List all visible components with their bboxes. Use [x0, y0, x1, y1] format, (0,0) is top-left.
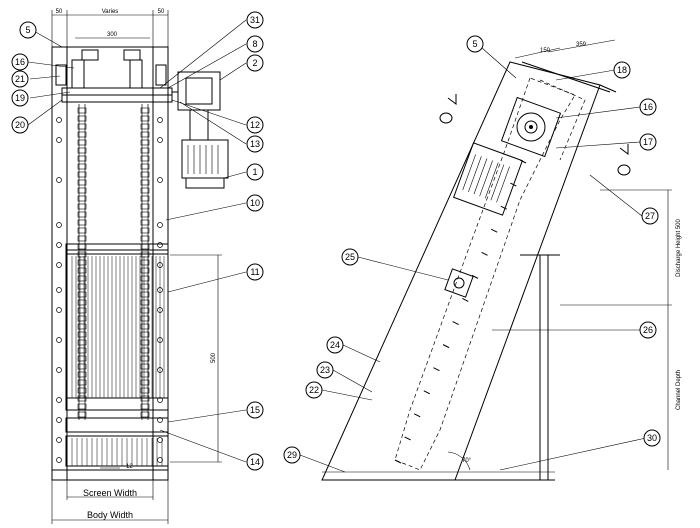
left-callout-label: 16: [15, 57, 25, 67]
left-callout-label: 31: [250, 15, 260, 25]
left-callout-label: 10: [250, 198, 260, 208]
left-callout-label: 13: [250, 139, 260, 149]
dim-150: 150: [540, 48, 551, 54]
right-callout-5: 5: [466, 35, 484, 53]
left-callout-label: 12: [250, 120, 260, 130]
left-callout-15: 15: [246, 401, 264, 419]
drive-sprocket-housing: [500, 96, 562, 158]
frame-bolts: [56, 117, 163, 463]
front-elevation-view: 50 Varies 50 300: [11, 9, 264, 524]
right-callout-label: 18: [617, 65, 627, 75]
left-callout-2: 2: [246, 54, 264, 72]
left-callout-label: 1: [252, 167, 257, 177]
chain-left: [77, 104, 87, 420]
dim-top-right: 50: [158, 9, 165, 15]
left-callout-label: 14: [250, 457, 260, 467]
dim-height: 500: [211, 352, 217, 363]
bottom-rake-bars: [71, 438, 163, 466]
right-callout-17: 17: [639, 133, 657, 151]
left-callout-16: 16: [11, 53, 29, 71]
right-callout-16: 16: [639, 98, 657, 116]
dim-screen-width: Screen Width: [83, 488, 137, 498]
dim-angle: 70°: [462, 458, 472, 464]
right-callout-label: 30: [647, 433, 657, 443]
left-callout-19: 19: [11, 89, 29, 107]
left-callout-31: 31: [246, 11, 264, 29]
right-callout-26: 26: [639, 321, 657, 339]
dim-discharge: Discharge Height 500: [676, 218, 682, 276]
component-25: [444, 268, 474, 298]
chain-path: [394, 77, 576, 471]
dim-channel: Channel Depth: [676, 370, 682, 410]
left-callout-13: 13: [246, 135, 264, 153]
left-callout-11: 11: [246, 263, 264, 281]
dim-top-mid: Varies: [102, 9, 119, 15]
left-callout-label: 8: [252, 39, 257, 49]
left-callout-label: 5: [25, 25, 30, 35]
inclined-frame: [321, 61, 601, 481]
left-callout-20: 20: [11, 116, 29, 134]
frame-outline: [51, 46, 169, 481]
dim-inner: 300: [107, 32, 118, 38]
right-callout-label: 27: [645, 211, 655, 221]
left-callout-14: 14: [246, 453, 264, 471]
motor: [181, 139, 229, 179]
left-callout-8: 8: [246, 35, 264, 53]
side-motor: [453, 142, 523, 216]
right-callout-25: 25: [341, 248, 359, 266]
right-callout-label: 26: [643, 325, 653, 335]
right-callout-29: 29: [283, 446, 301, 464]
dim-359: 359: [576, 42, 587, 48]
right-callout-label: 29: [287, 450, 297, 460]
left-callout-label: 19: [15, 93, 25, 103]
right-callout-label: 24: [330, 340, 340, 350]
screen-bars: [71, 256, 165, 398]
dim-top-left: 50: [56, 9, 63, 15]
left-callout-12: 12: [246, 116, 264, 134]
left-callout-label: 11: [250, 267, 259, 277]
right-callout-label: 23: [320, 365, 330, 375]
right-callout-24: 24: [326, 336, 344, 354]
left-callout-21: 21: [11, 70, 29, 88]
left-callout-label: 15: [250, 405, 260, 415]
right-callout-label: 5: [472, 39, 477, 49]
rake-tines: [394, 159, 527, 464]
right-callout-30: 30: [643, 429, 661, 447]
left-callout-label: 2: [252, 58, 257, 68]
right-callout-label: 17: [643, 137, 653, 147]
right-callout-label: 22: [309, 385, 319, 395]
right-callout-label: 25: [345, 252, 355, 262]
left-callout-5: 5: [19, 21, 37, 39]
right-callout-23: 23: [316, 361, 334, 379]
right-callout-22: 22: [305, 381, 323, 399]
right-callout-27: 27: [641, 207, 659, 225]
left-callout-1: 1: [246, 163, 264, 181]
side-elevation-view: 150 359 Discharge Height 500 Channel Dep…: [283, 35, 682, 481]
right-callout-18: 18: [613, 61, 631, 79]
left-callout-10: 10: [246, 194, 264, 212]
left-callout-label: 20: [15, 120, 25, 130]
dim-body-width: Body Width: [87, 510, 133, 520]
dim-bar: 12: [126, 464, 133, 470]
right-callout-label: 16: [643, 102, 653, 112]
left-callout-label: 21: [15, 74, 25, 84]
